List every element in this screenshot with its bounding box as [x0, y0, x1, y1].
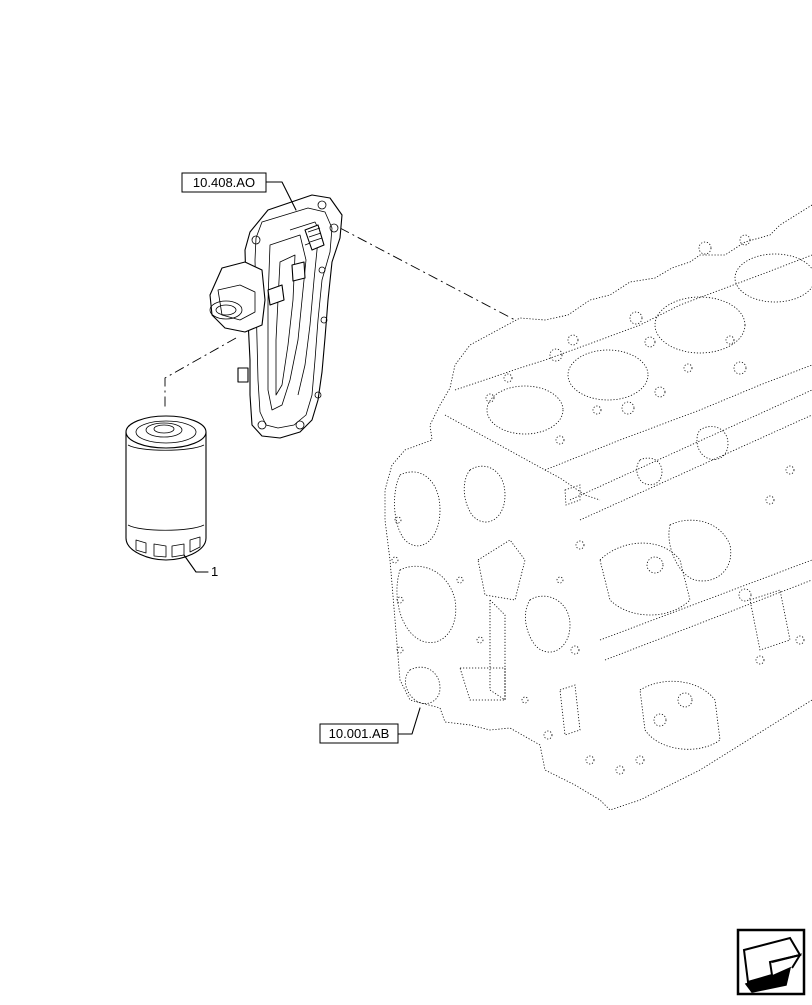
oil-filter-cartridge [125, 415, 207, 561]
return-arrow-icon[interactable] [736, 928, 806, 996]
oil-filter-head [209, 194, 343, 439]
callout-engine-block-label: 10.001.AB [329, 726, 390, 741]
item-number-label: 1 [211, 564, 218, 579]
assembly-lines [164, 227, 516, 410]
callout-engine-block[interactable]: 10.001.AB [319, 707, 421, 744]
callout-filter-head-label: 10.408.AO [193, 175, 255, 190]
engine-block [384, 204, 812, 811]
callout-filter-head[interactable]: 10.408.AO [181, 172, 297, 211]
callout-item-number: 1 [183, 554, 218, 579]
